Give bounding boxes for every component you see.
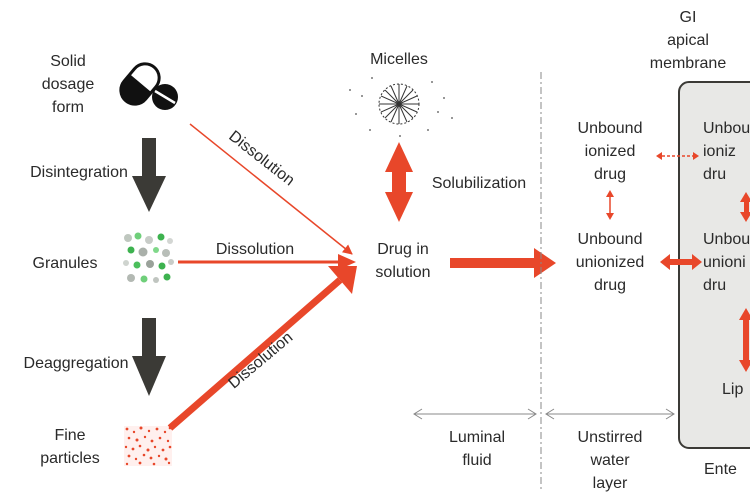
granules-label: Granules: [32, 255, 98, 272]
cell-ionization-arrow: [740, 192, 750, 222]
ionization-arrow: [606, 190, 614, 220]
dissolution-label-middle: Dissolution: [215, 241, 295, 258]
disintegration-label: Disintegration: [30, 164, 128, 181]
cell-lipid-arrow: [739, 308, 750, 372]
ionized-exchange-arrow: [656, 152, 699, 160]
unbound-ionized-drug-label: Unbound ionized drug: [577, 120, 643, 183]
solubilization-arrow: [385, 142, 413, 222]
gi-apical-membrane-label: GI apical membrane: [649, 9, 727, 72]
unstirred-water-layer-label: Unstirred water layer: [577, 429, 643, 492]
unionized-exchange-arrow: [660, 254, 702, 270]
disintegration-arrow: [132, 138, 166, 212]
solubilization-label: Solubilization: [431, 175, 527, 192]
cell-lipid-label: Lip: [722, 381, 744, 398]
enterocyte-label: Ente: [704, 461, 737, 478]
luminal-fluid-label: Luminal fluid: [448, 429, 506, 469]
fine-particles-label: Fine particles: [40, 427, 100, 467]
cell-unbound-ionized-label: Unbou ioniz dru: [703, 120, 750, 183]
cell-unbound-unionized-label: Unbou unioni dru: [703, 231, 750, 294]
drug-in-solution-label: Drug in solution: [375, 241, 431, 281]
fine-particles-icon: [124, 426, 172, 466]
micelle-icon: [349, 77, 453, 137]
dissolution-arrow-top: [189, 123, 353, 255]
granules-icon: [123, 232, 174, 283]
deaggregation-arrow: [132, 318, 166, 396]
tablet-icon: [152, 84, 178, 110]
unbound-unionized-drug-label: Unbound unionized drug: [575, 231, 645, 294]
dissolution-arrow-bottom: [167, 266, 357, 431]
luminal-fluid-span: [413, 408, 537, 420]
pill-icon: [119, 62, 161, 106]
absorption-arrow: [450, 248, 556, 278]
solid-dosage-form-label: Solid dosage form: [41, 53, 95, 116]
unstirred-layer-span: [545, 408, 675, 420]
micelles-label: Micelles: [370, 51, 428, 68]
deaggregation-label: Deaggregation: [23, 355, 129, 372]
